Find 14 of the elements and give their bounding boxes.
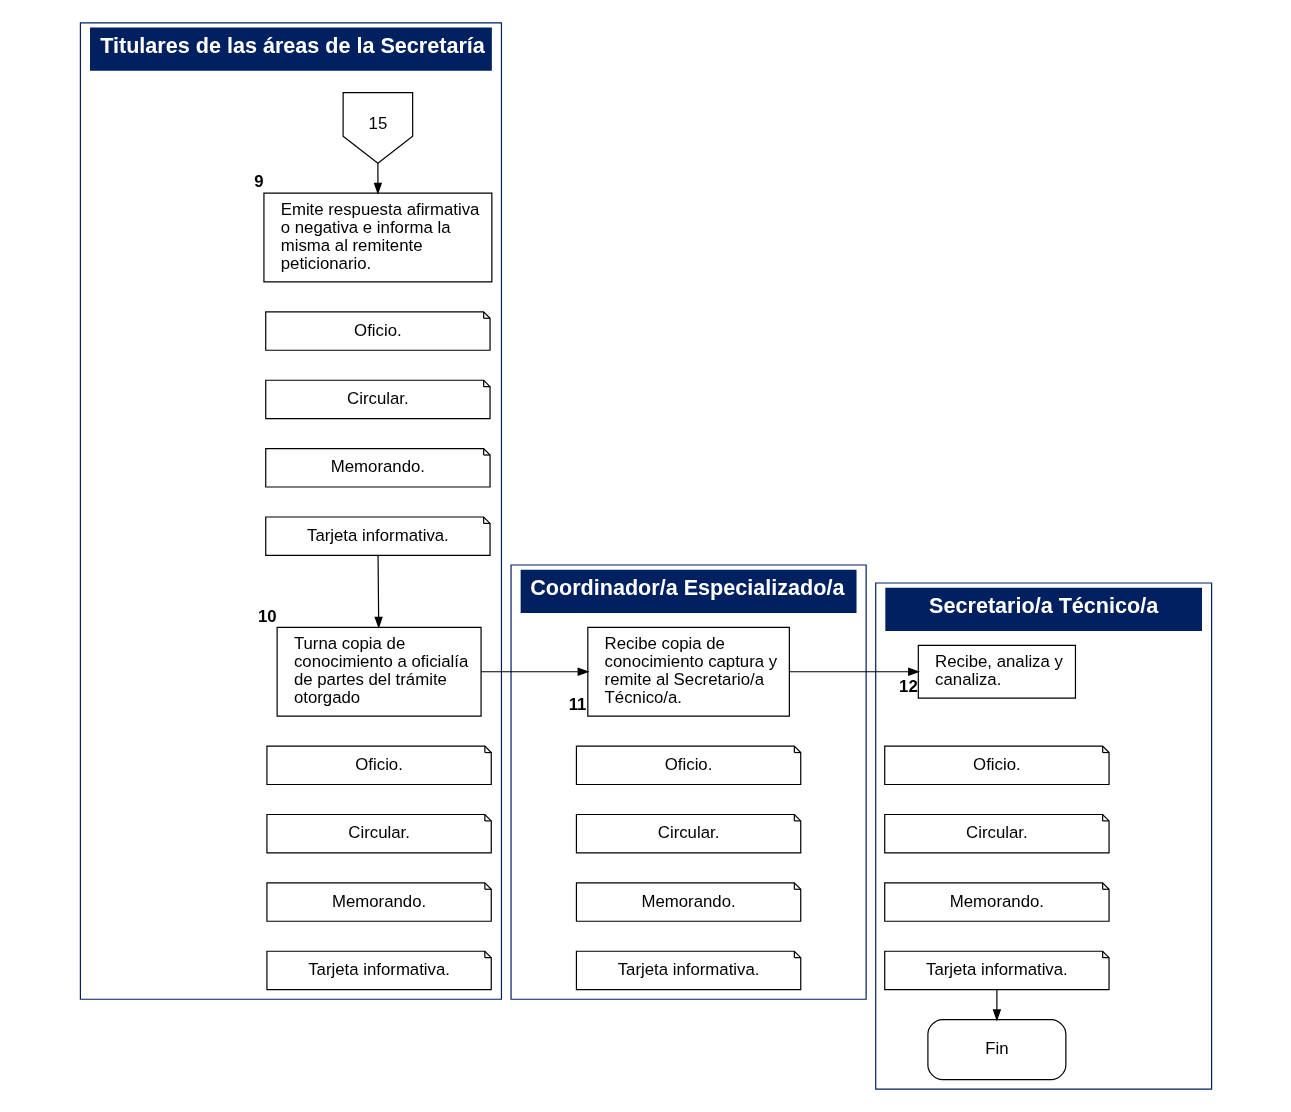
node-box: Turna copia de conocimiento a oficialía de partes del trámite otorgado — [276, 626, 482, 717]
arrow — [788, 667, 920, 676]
arrow — [480, 667, 590, 676]
arrow — [373, 555, 383, 629]
node-box: Emite respuesta afirmativa o negativa e informa la misma al remitente peticionario. — [262, 192, 492, 283]
arrow — [373, 162, 382, 195]
node-box: Fin — [926, 1019, 1066, 1081]
node-label: 11 — [568, 695, 586, 715]
node-label: 12 — [898, 677, 918, 697]
arrow — [992, 989, 1001, 1022]
node-label: 10 — [257, 606, 277, 626]
node-label: 9 — [253, 172, 264, 192]
node-box: Recibe copia de conocimiento captura y remite al Secretario/a Técnico/a. — [586, 626, 790, 717]
node-box: Recibe, analiza y canaliza. — [917, 644, 1076, 699]
